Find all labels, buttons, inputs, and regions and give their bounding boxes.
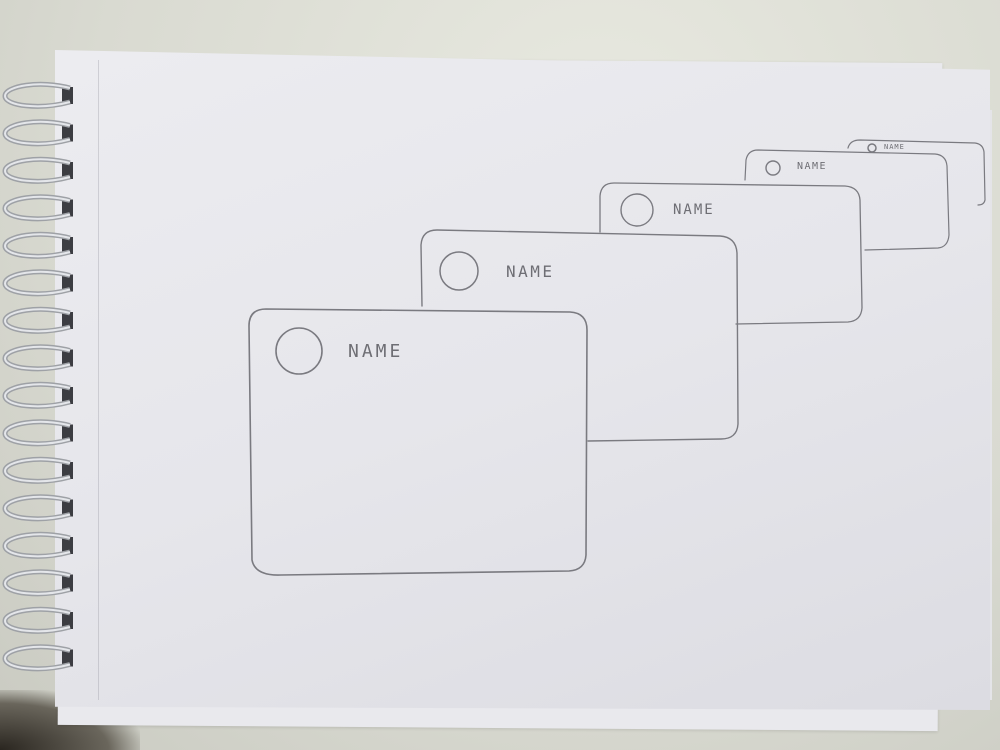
spiral-ring bbox=[2, 456, 73, 484]
spiral-ring bbox=[2, 81, 73, 109]
card-4-avatar-circle bbox=[765, 160, 781, 176]
sketchbook-page bbox=[55, 50, 990, 710]
spiral-ring bbox=[2, 344, 73, 372]
card-1-name-label: NAME bbox=[348, 341, 404, 362]
spiral-ring bbox=[2, 306, 73, 334]
spiral-ring bbox=[2, 119, 73, 147]
card-2-avatar-circle bbox=[439, 251, 479, 291]
card-4-name-label: NAME bbox=[797, 161, 828, 172]
card-2-name-label: NAME bbox=[506, 262, 555, 281]
spiral-ring bbox=[2, 644, 73, 672]
spiral-ring bbox=[2, 269, 73, 297]
spiral-ring bbox=[2, 569, 73, 597]
spiral-ring bbox=[2, 231, 73, 259]
card-3-avatar-circle bbox=[620, 193, 654, 227]
spiral-ring bbox=[2, 606, 73, 634]
page-binding-line bbox=[98, 60, 99, 700]
card-1-outline bbox=[248, 308, 588, 576]
spiral-ring bbox=[2, 156, 73, 184]
card-5-outline bbox=[847, 139, 986, 206]
card-3-outline bbox=[599, 182, 863, 325]
spiral-binding bbox=[2, 81, 73, 672]
spiral-ring bbox=[2, 194, 73, 222]
card-5-avatar-circle bbox=[867, 143, 877, 153]
card-1-avatar-circle bbox=[275, 327, 323, 375]
spiral-ring bbox=[2, 381, 73, 409]
spiral-ring bbox=[2, 419, 73, 447]
card-5-name-label: NAME bbox=[884, 143, 905, 151]
card-3-name-label: NAME bbox=[673, 202, 715, 218]
spiral-ring bbox=[2, 531, 73, 559]
spiral-ring bbox=[2, 494, 73, 522]
card-4-outline bbox=[744, 149, 950, 251]
card-2-outline bbox=[420, 229, 739, 442]
